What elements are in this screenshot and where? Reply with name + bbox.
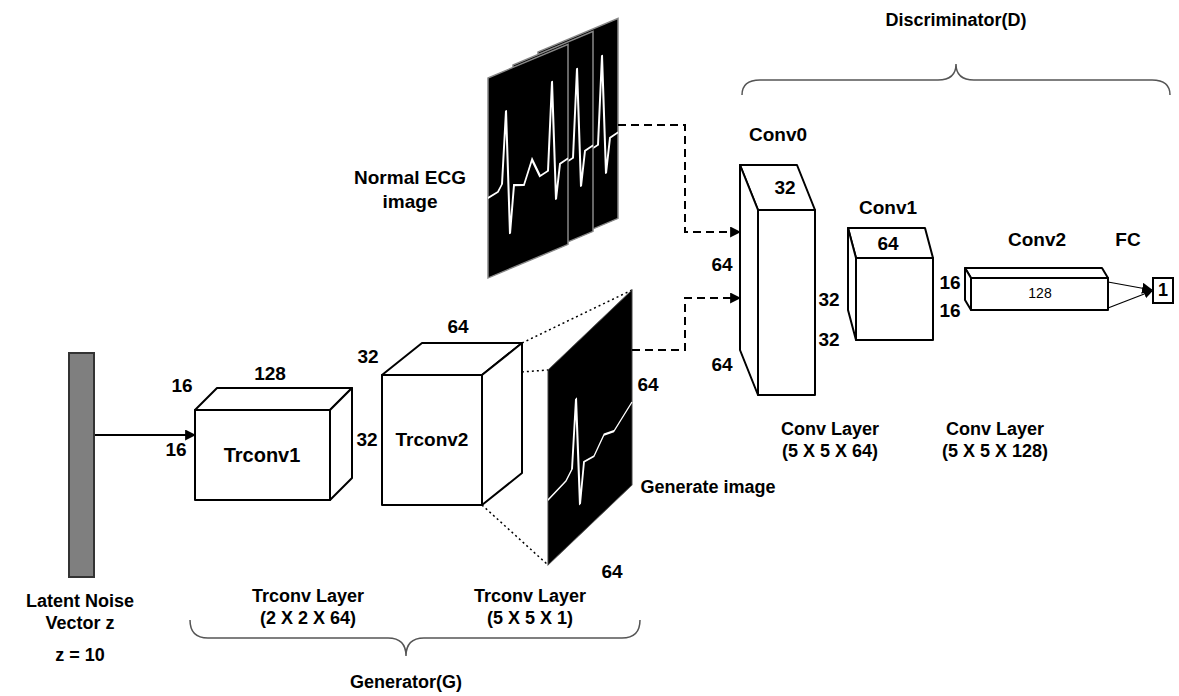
dimension-label: 32 [818, 328, 839, 352]
dimension-label: 16 [171, 374, 192, 398]
dimension-label: 32 [818, 288, 839, 312]
dimension-label: 64 [877, 232, 898, 256]
dimension-label: 64 [711, 353, 732, 377]
node-title: Normal ECG image [353, 166, 468, 214]
fc-line [1108, 291, 1152, 308]
dimension-label: 64 [447, 315, 468, 339]
layer-spec: Conv Layer (5 X 5 X 64) [779, 418, 881, 463]
node-title: Trconv2 [396, 428, 469, 452]
layer-spec: Trconv Layer (5 X 5 X 1) [472, 585, 588, 630]
dimension-label: 16 [165, 438, 186, 462]
node-note: z = 10 [55, 644, 105, 667]
group-title: Generator(G) [350, 671, 462, 694]
block-outline [740, 165, 815, 395]
dimension-label: 64 [637, 373, 658, 397]
dimension-label: 32 [356, 428, 377, 452]
conv-block: Conv2128 [965, 268, 1108, 310]
real-image-stack: Normal ECG image [488, 15, 618, 278]
dimension-label: 128 [254, 362, 286, 386]
dimension-label: 32 [774, 176, 795, 200]
arrow [1108, 282, 1152, 290]
dimension-label: 32 [357, 345, 378, 369]
dimension-label: 16 [939, 271, 960, 295]
node-note: 128 [1028, 285, 1051, 303]
projection-line [482, 290, 632, 565]
group-title: Discriminator(D) [885, 9, 1026, 32]
block-outline [382, 343, 522, 505]
node-title: Conv2 [1008, 228, 1066, 252]
dimension-label: 16 [939, 299, 960, 323]
ecg-sheet [488, 44, 568, 278]
node-title: Conv0 [749, 123, 807, 147]
node-title: Conv1 [859, 196, 917, 220]
dashed-arrow [632, 298, 740, 350]
dashed-arrow [618, 125, 740, 232]
arrow [95, 434, 195, 436]
latent-vector: Latent Noise Vector zz = 10 [68, 352, 95, 578]
dimension-label: FC [1115, 228, 1140, 252]
discriminator-bracket [742, 64, 1170, 95]
trconv-block: Trconv2 [382, 343, 522, 505]
conv-block: Conv0 [740, 165, 815, 395]
dimension-label: 64 [711, 253, 732, 277]
node-title: Generate image [640, 476, 775, 499]
output-box: 1 [1152, 277, 1174, 304]
trconv-block: Trconv1 [195, 388, 352, 500]
node-title: Latent Noise Vector z [24, 590, 136, 635]
node-title: Trconv1 [224, 443, 301, 468]
layer-spec: Trconv Layer (2 X 2 X 64) [250, 585, 366, 630]
generated-ecg-image [548, 290, 632, 565]
generated-image: Generate image [548, 290, 632, 565]
node-title: 1 [1158, 279, 1168, 302]
layer-spec: Conv Layer (5 X 5 X 128) [940, 418, 1050, 463]
dimension-label: 64 [601, 560, 622, 584]
